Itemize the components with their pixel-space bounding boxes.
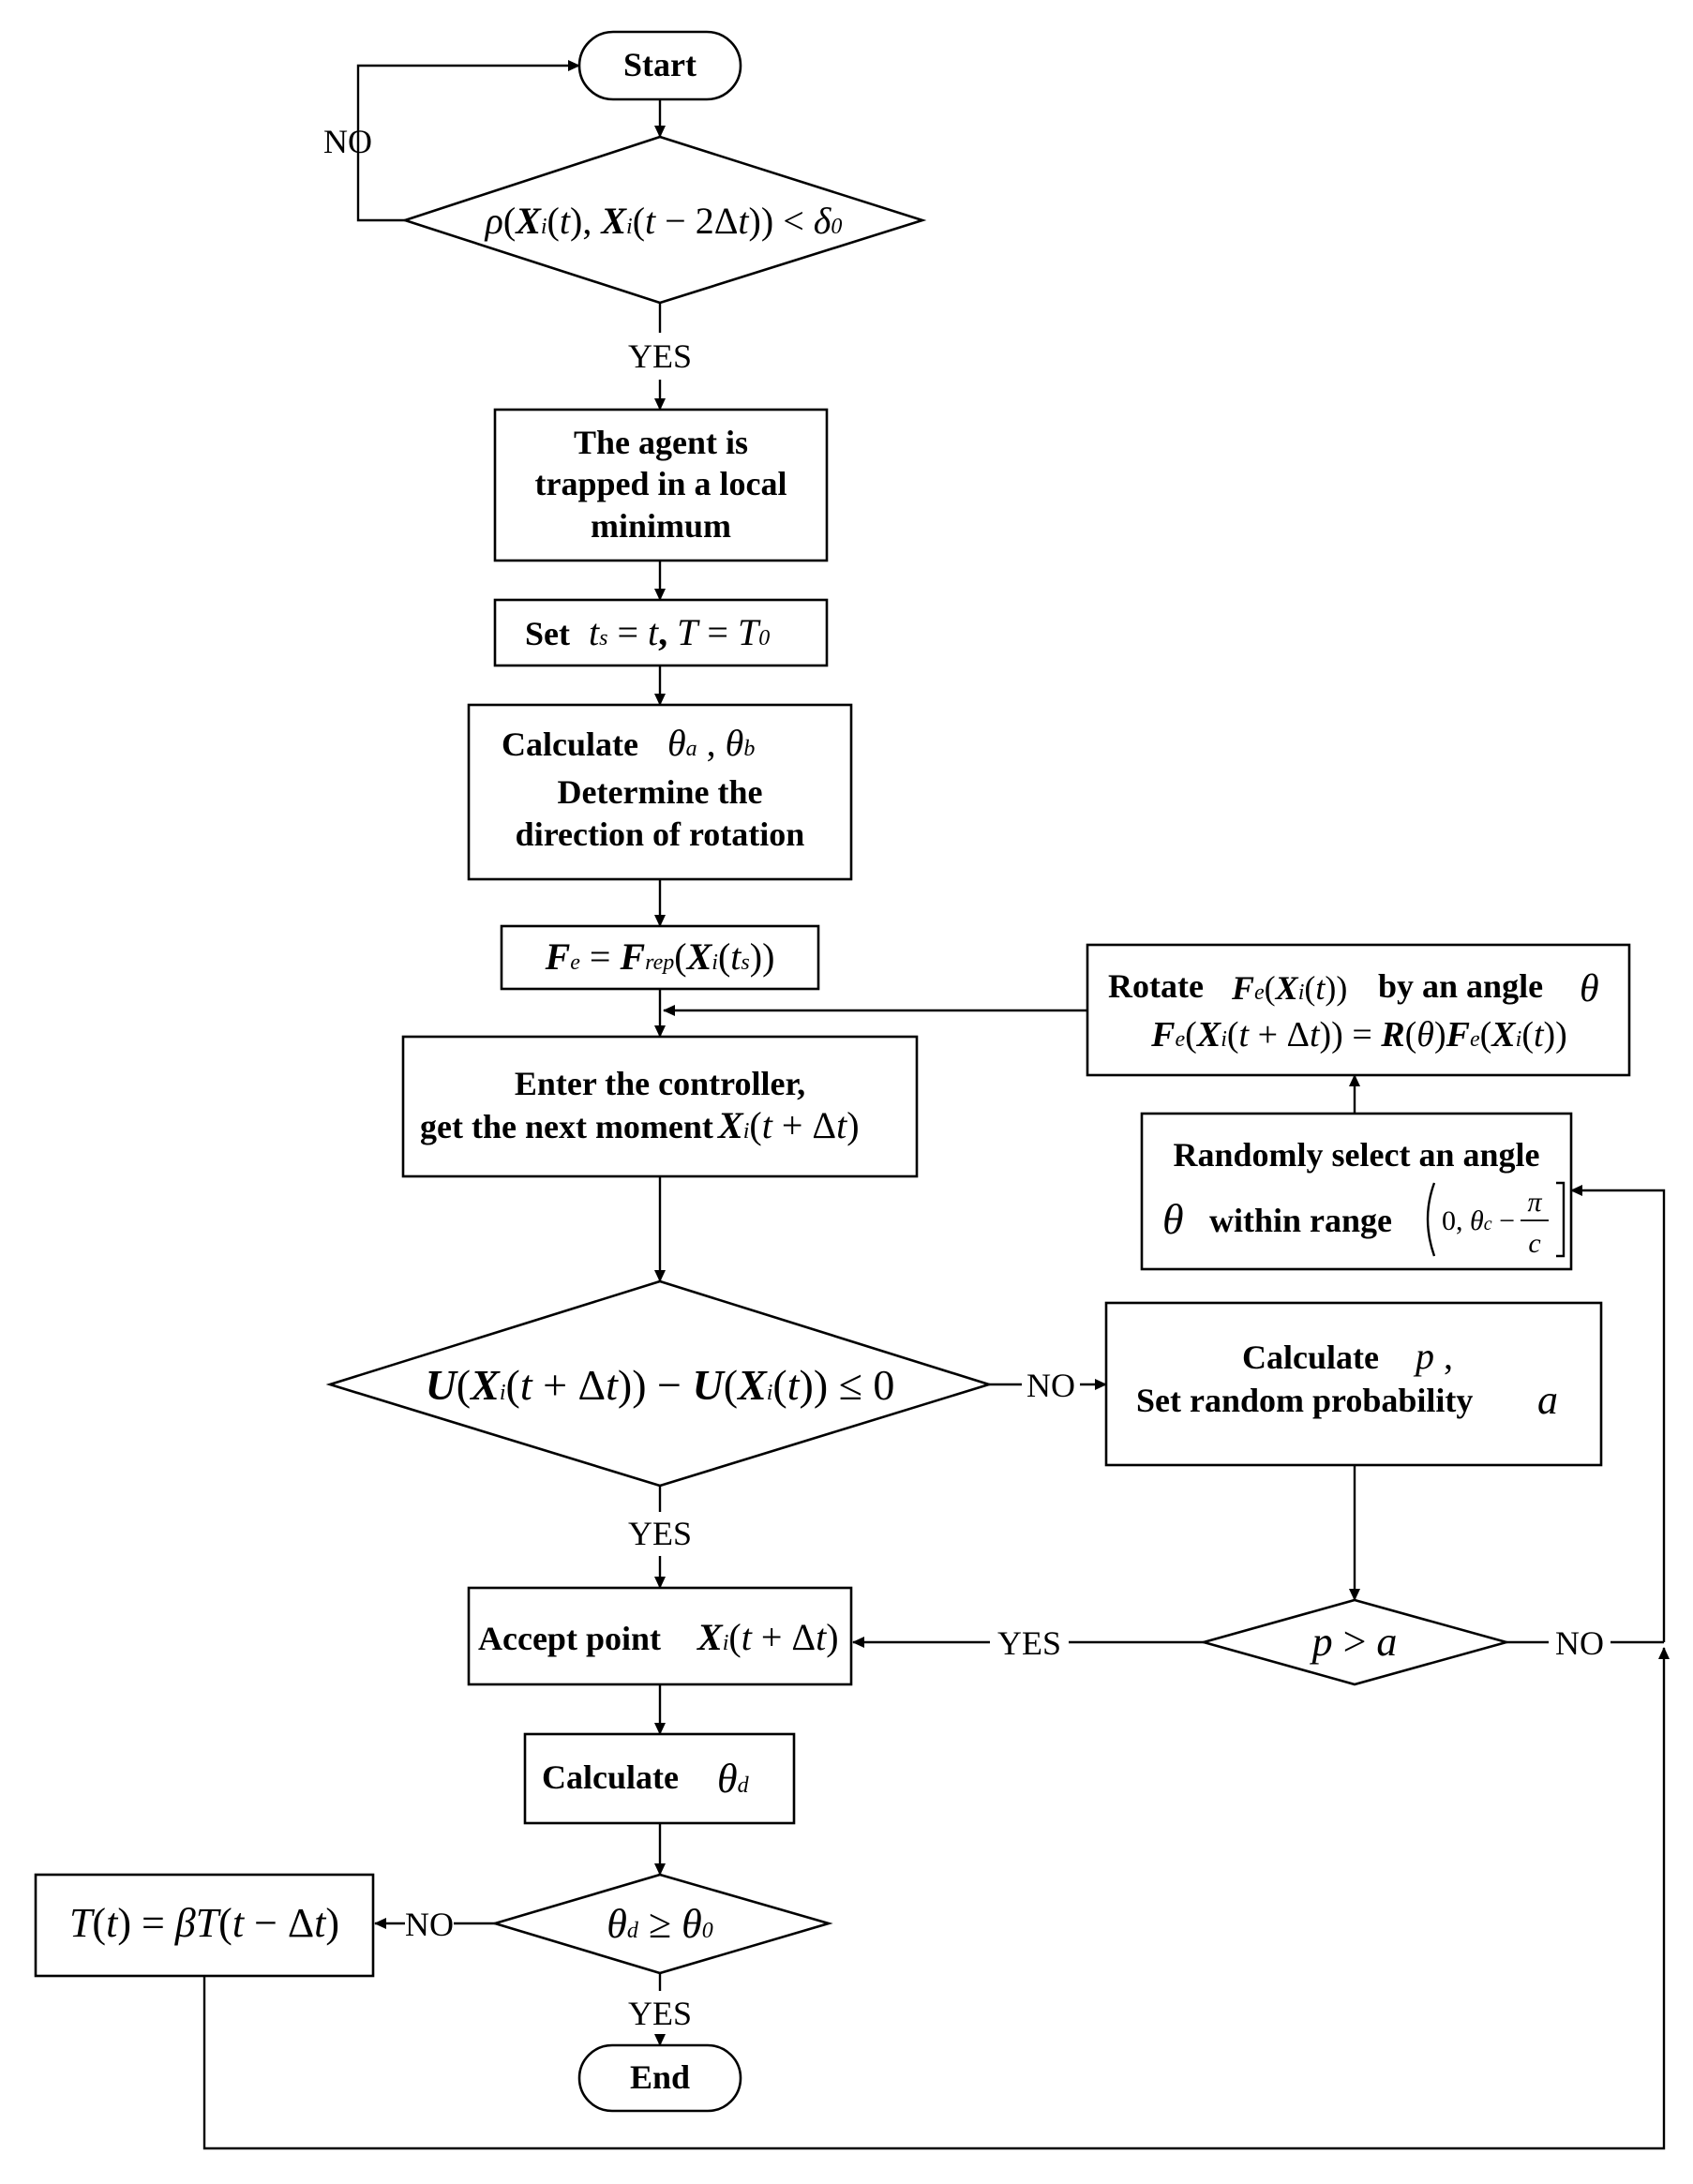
condition-rho: ρ(Xi(t), Xi(t − 2Δt)) < δ0 <box>484 200 843 242</box>
range-lower: 0, θc − <box>1442 1205 1515 1236</box>
rotate-theta: θ <box>1580 967 1599 1010</box>
accept-label: Accept point <box>478 1620 661 1657</box>
calc-theta-ab-line-3: direction of rotation <box>516 815 805 853</box>
range-c: c <box>1528 1228 1540 1259</box>
label-yes-rho: YES <box>628 337 692 375</box>
controller-box: Enter the controller, get the next momen… <box>401 1035 919 1178</box>
label-yes-u: YES <box>628 1515 692 1552</box>
set-ts-box: Set ts = t, T = T0 <box>493 598 829 667</box>
calc-p-line-2: Set random probability <box>1136 1382 1473 1419</box>
decision-pa: p > a <box>1199 1598 1511 1686</box>
random-angle-line-1: Randomly select an angle <box>1174 1136 1540 1174</box>
accept-formula: Xi(t + Δt) <box>696 1616 839 1658</box>
decision-theta: θd ≥ θ0 <box>490 1873 833 1975</box>
random-angle-line-2: within range <box>1209 1202 1392 1239</box>
decision-u: U(Xi(t + Δt)) − U(Xi(t)) ≤ 0 <box>325 1279 994 1488</box>
edge-labels: NO YES YES NO YES NO NO YES <box>323 123 1604 2032</box>
set-ts-formula: ts = t, T = T0 <box>589 611 770 653</box>
theta-ab-formula: θa , θb <box>667 722 755 764</box>
p-formula: p , <box>1413 1335 1453 1377</box>
condition-u: U(Xi(t + Δt)) − U(Xi(t)) ≤ 0 <box>426 1361 895 1409</box>
calc-theta-d-box: Calculate θd <box>523 1732 796 1825</box>
rotate-by-angle: by an angle <box>1378 967 1543 1005</box>
label-no-theta: NO <box>405 1906 454 1943</box>
controller-line-2: get the next moment <box>420 1108 713 1145</box>
rotate-label: Rotate <box>1108 967 1204 1005</box>
trapped-line-2: trapped in a local <box>534 465 787 502</box>
controller-line-1: Enter the controller, <box>515 1065 805 1102</box>
rotate-box: Rotate Fe(Xi(t)) by an angle θ Fe(Xi(t +… <box>1086 943 1631 1077</box>
random-angle-box: Randomly select an angle θ within range … <box>1140 1112 1573 1271</box>
temp-update-box: T(t) = βT(t − Δt) <box>34 1873 375 1978</box>
range-close-bracket <box>1556 1181 1566 1258</box>
range-open-paren <box>1426 1182 1436 1257</box>
label-yes-pa: YES <box>997 1624 1061 1662</box>
edge-right-vertical <box>1570 1185 1666 1642</box>
temp-update-formula: T(t) = βT(t − Δt) <box>69 1900 339 1946</box>
condition-pa: p > a <box>1310 1619 1398 1665</box>
label-yes-theta: YES <box>628 1995 692 2032</box>
start-node: Start <box>577 30 742 101</box>
edge-temp-loop <box>202 1647 1670 2150</box>
theta-d-formula: θd <box>717 1756 750 1802</box>
label-no-loop: NO <box>323 123 372 160</box>
rotation-equation: Fe(Xi(t + Δt)) = R(θ)Fe(Xi(t)) <box>1150 1015 1567 1055</box>
decision-rho: ρ(Xi(t), Xi(t − 2Δt)) < δ0 <box>400 135 927 305</box>
calc-theta-d-label: Calculate <box>542 1758 679 1796</box>
start-label: Start <box>623 46 697 83</box>
trapped-line-3: minimum <box>591 507 731 545</box>
end-node: End <box>577 2043 742 2113</box>
trapped-box: The agent is trapped in a local minimum <box>493 408 829 562</box>
calc-p-box: Calculate p , Set random probability a <box>1104 1301 1603 1467</box>
calc-theta-ab-box: Calculate θa , θb Determine the directio… <box>467 703 853 881</box>
fe-assign-box: Fe = Frep(Xi(ts)) <box>500 924 820 991</box>
a-formula: a <box>1537 1377 1558 1423</box>
set-label: Set <box>525 615 570 652</box>
condition-theta: θd ≥ θ0 <box>607 1901 712 1947</box>
label-no-u: NO <box>1026 1367 1075 1404</box>
controller-next-moment: Xi(t + Δt) <box>716 1104 860 1146</box>
trapped-line-1: The agent is <box>574 424 748 461</box>
rotate-fe: Fe(Xi(t)) <box>1231 969 1347 1007</box>
range-pi: π <box>1527 1187 1542 1218</box>
calc-theta-ab-line-2: Determine the <box>558 773 763 811</box>
calc-theta-ab-line-1: Calculate <box>502 726 638 763</box>
calc-p-line-1: Calculate <box>1242 1339 1379 1376</box>
accept-box: Accept point Xi(t + Δt) <box>467 1586 853 1686</box>
end-label: End <box>630 2058 690 2096</box>
edge-cond-no-to-start <box>356 60 580 222</box>
random-theta: θ <box>1162 1195 1184 1243</box>
label-no-pa: NO <box>1555 1624 1604 1662</box>
range-formula: 0, θc − π c <box>1426 1181 1566 1259</box>
edges <box>202 60 1670 2150</box>
